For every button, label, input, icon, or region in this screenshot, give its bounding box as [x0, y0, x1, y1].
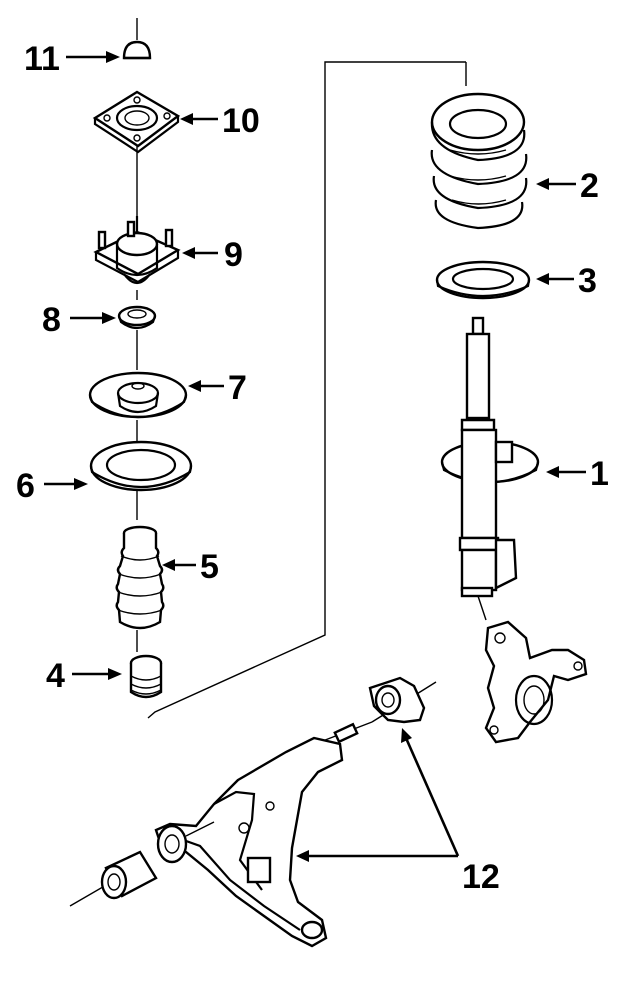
coil-spring-part-2 [430, 92, 528, 230]
strut-mount-part-9 [93, 216, 181, 285]
spring-seat-part-7 [88, 371, 188, 419]
part-label-5: 5 [200, 548, 219, 586]
part-label-3: 3 [578, 262, 597, 300]
dust-boot-part-5 [115, 525, 165, 630]
part-label-1: 1 [590, 455, 609, 493]
bearing-part-8 [117, 305, 157, 330]
lower-control-arm [69, 681, 437, 948]
part-label-11: 11 [24, 40, 60, 78]
front-bushing [100, 850, 158, 900]
rear-bushing-part-12 [368, 676, 426, 724]
spring-insulator-part-3 [435, 260, 531, 300]
insulator-ring-part-6 [89, 440, 193, 492]
part-label-12: 12 [462, 858, 500, 896]
part-label-2: 2 [580, 167, 599, 205]
strut-part-1 [440, 316, 540, 621]
part-label-6: 6 [16, 467, 35, 505]
connection-line [147, 61, 466, 719]
mount-plate-part-10 [92, 90, 181, 154]
part-label-9: 9 [224, 236, 243, 274]
part-label-10: 10 [222, 102, 260, 140]
part-label-7: 7 [228, 369, 247, 407]
cap-part-11 [122, 40, 152, 60]
steering-knuckle [484, 620, 588, 744]
part-labels: 11 10 9 8 7 6 5 4 2 3 1 12 [16, 40, 609, 896]
leader-arrows [44, 51, 586, 862]
bumper-part-4 [129, 654, 163, 699]
part-label-4: 4 [46, 657, 65, 695]
part-label-8: 8 [42, 301, 61, 339]
